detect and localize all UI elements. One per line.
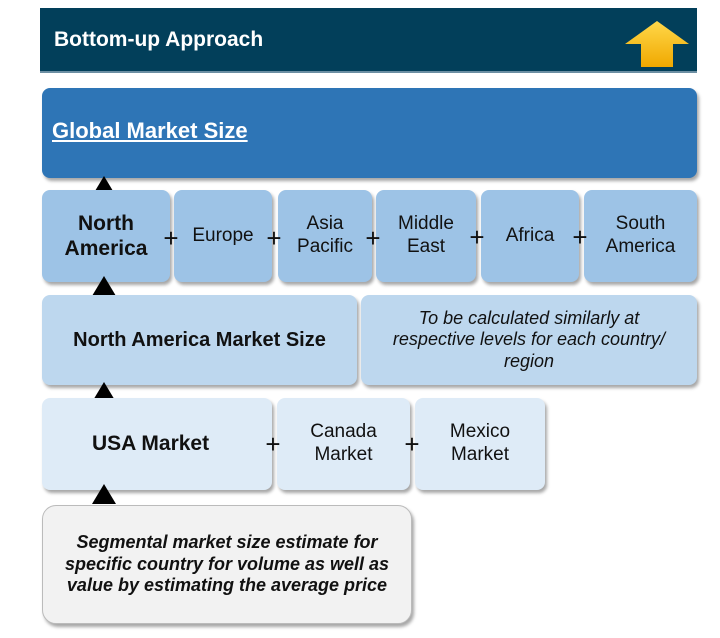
north-america-market-size-label: North America Market Size (73, 329, 326, 351)
region-label: Asia Pacific (297, 213, 353, 257)
header-banner: Bottom-up Approach (40, 8, 697, 73)
region-europe: Europe (174, 190, 272, 282)
calculation-note: To be calculated similarly at respective… (392, 307, 666, 371)
plus-sign: + (404, 429, 420, 459)
global-market-size-label: Global Market Size (52, 118, 248, 143)
north-america-market-size-box: North America Market Size (42, 295, 357, 385)
region-asia-pacific: Asia Pacific (278, 190, 372, 282)
country-label: Mexico Market (449, 421, 511, 465)
region-label: Africa (505, 224, 555, 246)
region-north-america: North America (42, 190, 170, 282)
usa-market-box: USA Market (42, 398, 272, 490)
region-label: Europe (192, 224, 254, 246)
plus-sign: + (266, 223, 282, 253)
region-label: Middle East (398, 213, 454, 257)
up-triangle-icon (92, 276, 116, 296)
mexico-market-box: Mexico Market (415, 398, 545, 490)
calculation-note-box: To be calculated similarly at respective… (361, 295, 697, 385)
region-middle-east: Middle East (376, 190, 476, 282)
plus-sign: + (163, 223, 179, 253)
country-label: Canada Market (310, 421, 377, 465)
up-arrow-icon (625, 21, 689, 67)
region-africa: Africa (481, 190, 579, 282)
region-south-america: South America (584, 190, 697, 282)
plus-sign: + (572, 222, 588, 252)
global-market-size-box: Global Market Size (42, 88, 697, 178)
country-label: USA Market (92, 432, 210, 456)
plus-sign: + (265, 429, 281, 459)
region-label: South America (605, 213, 676, 257)
segmental-estimate-label: Segmental market size estimate for speci… (64, 532, 390, 596)
region-label: North America (64, 211, 148, 260)
plus-sign: + (365, 223, 381, 253)
plus-sign: + (469, 222, 485, 252)
segmental-estimate-box: Segmental market size estimate for speci… (42, 505, 412, 624)
canada-market-box: Canada Market (277, 398, 410, 490)
up-triangle-icon (92, 382, 116, 402)
diagram-title: Bottom-up Approach (54, 28, 264, 51)
up-triangle-icon (92, 484, 116, 504)
